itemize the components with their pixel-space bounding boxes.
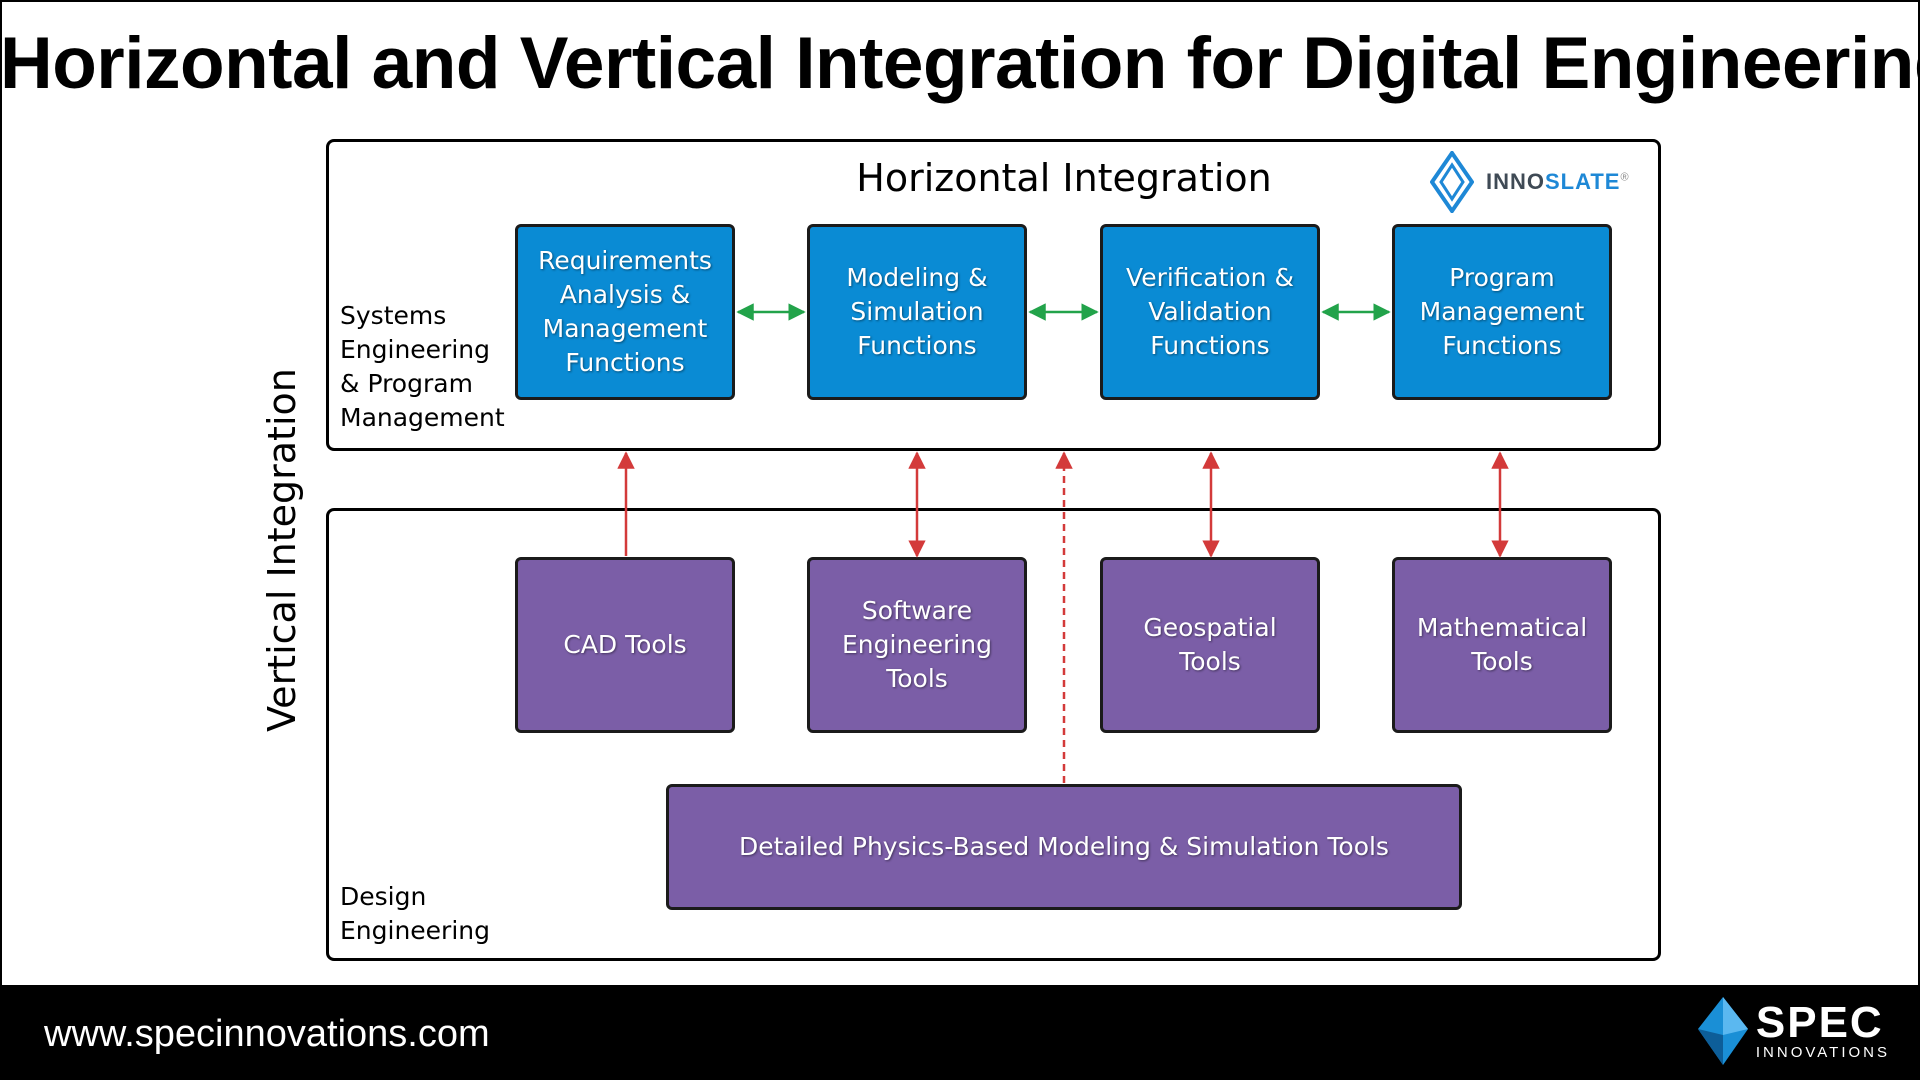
box-line: Software [861, 596, 973, 625]
box-line: Modeling & [846, 263, 988, 292]
geospatial-tools-box: Geospatial Tools [1100, 557, 1320, 733]
box-line: Program [1449, 263, 1555, 292]
label-line: Systems [340, 301, 447, 330]
modeling-simulation-box: Modeling & Simulation Functions [807, 224, 1027, 400]
design-engineering-label: Design Engineering [340, 880, 520, 948]
cad-tools-box: CAD Tools [515, 557, 735, 733]
registered-mark: ® [1620, 171, 1630, 184]
box-line: Verification & [1126, 263, 1294, 292]
innoslate-wordmark: INNOSLATE® [1486, 169, 1630, 195]
box-line: Tools [1471, 647, 1533, 676]
box-line: CAD Tools [563, 630, 687, 659]
box-line: Management [1419, 297, 1585, 326]
box-line: Mathematical [1416, 613, 1588, 642]
innoslate-diamond-icon [1430, 151, 1474, 213]
box-line: Tools [886, 664, 948, 693]
mathematical-tools-box: Mathematical Tools [1392, 557, 1612, 733]
label-line: & Program [340, 369, 473, 398]
box-line: Engineering [842, 630, 992, 659]
footer-url[interactable]: www.specinnovations.com [44, 1013, 490, 1055]
spec-diamond-icon [1697, 997, 1748, 1065]
label-line: Management [340, 403, 505, 432]
horizontal-integration-label: Horizontal Integration [856, 156, 1272, 200]
vertical-integration-label: Vertical Integration [260, 368, 304, 732]
box-line: Functions [1150, 331, 1270, 360]
spec-innovations-logo: SPEC INNOVATIONS [1696, 995, 1890, 1067]
box-line: Analysis & [559, 280, 691, 309]
box-line: Detailed Physics-Based Modeling & Simula… [739, 832, 1389, 861]
box-line: Validation [1148, 297, 1272, 326]
spec-wordmark: SPEC [1755, 998, 1884, 1047]
box-line: Functions [1442, 331, 1562, 360]
software-engineering-tools-box: Software Engineering Tools [807, 557, 1027, 733]
box-line: Requirements [538, 246, 712, 275]
innoslate-logo: INNOSLATE® [1430, 150, 1630, 214]
box-line: Functions [565, 348, 685, 377]
innoslate-part2: SLATE [1545, 169, 1621, 194]
physics-based-tools-box: Detailed Physics-Based Modeling & Simula… [666, 784, 1462, 910]
label-line: Engineering [340, 916, 490, 945]
slide-title: Horizontal and Vertical Integration for … [0, 23, 1920, 104]
box-line: Geospatial [1143, 613, 1277, 642]
box-line: Simulation [850, 297, 984, 326]
label-line: Design [340, 882, 427, 911]
requirements-box: Requirements Analysis & Management Funct… [515, 224, 735, 400]
footer-bar: www.specinnovations.com SPEC INNOVATIONS [0, 985, 1920, 1080]
box-line: Functions [857, 331, 977, 360]
systems-engineering-label: Systems Engineering & Program Management [340, 299, 520, 435]
innoslate-part1: INNO [1486, 169, 1545, 194]
verification-validation-box: Verification & Validation Functions [1100, 224, 1320, 400]
program-management-box: Program Management Functions [1392, 224, 1612, 400]
box-line: Tools [1179, 647, 1241, 676]
box-line: Management [542, 314, 708, 343]
innovations-wordmark: INNOVATIONS [1755, 1044, 1890, 1061]
label-line: Engineering [340, 335, 490, 364]
